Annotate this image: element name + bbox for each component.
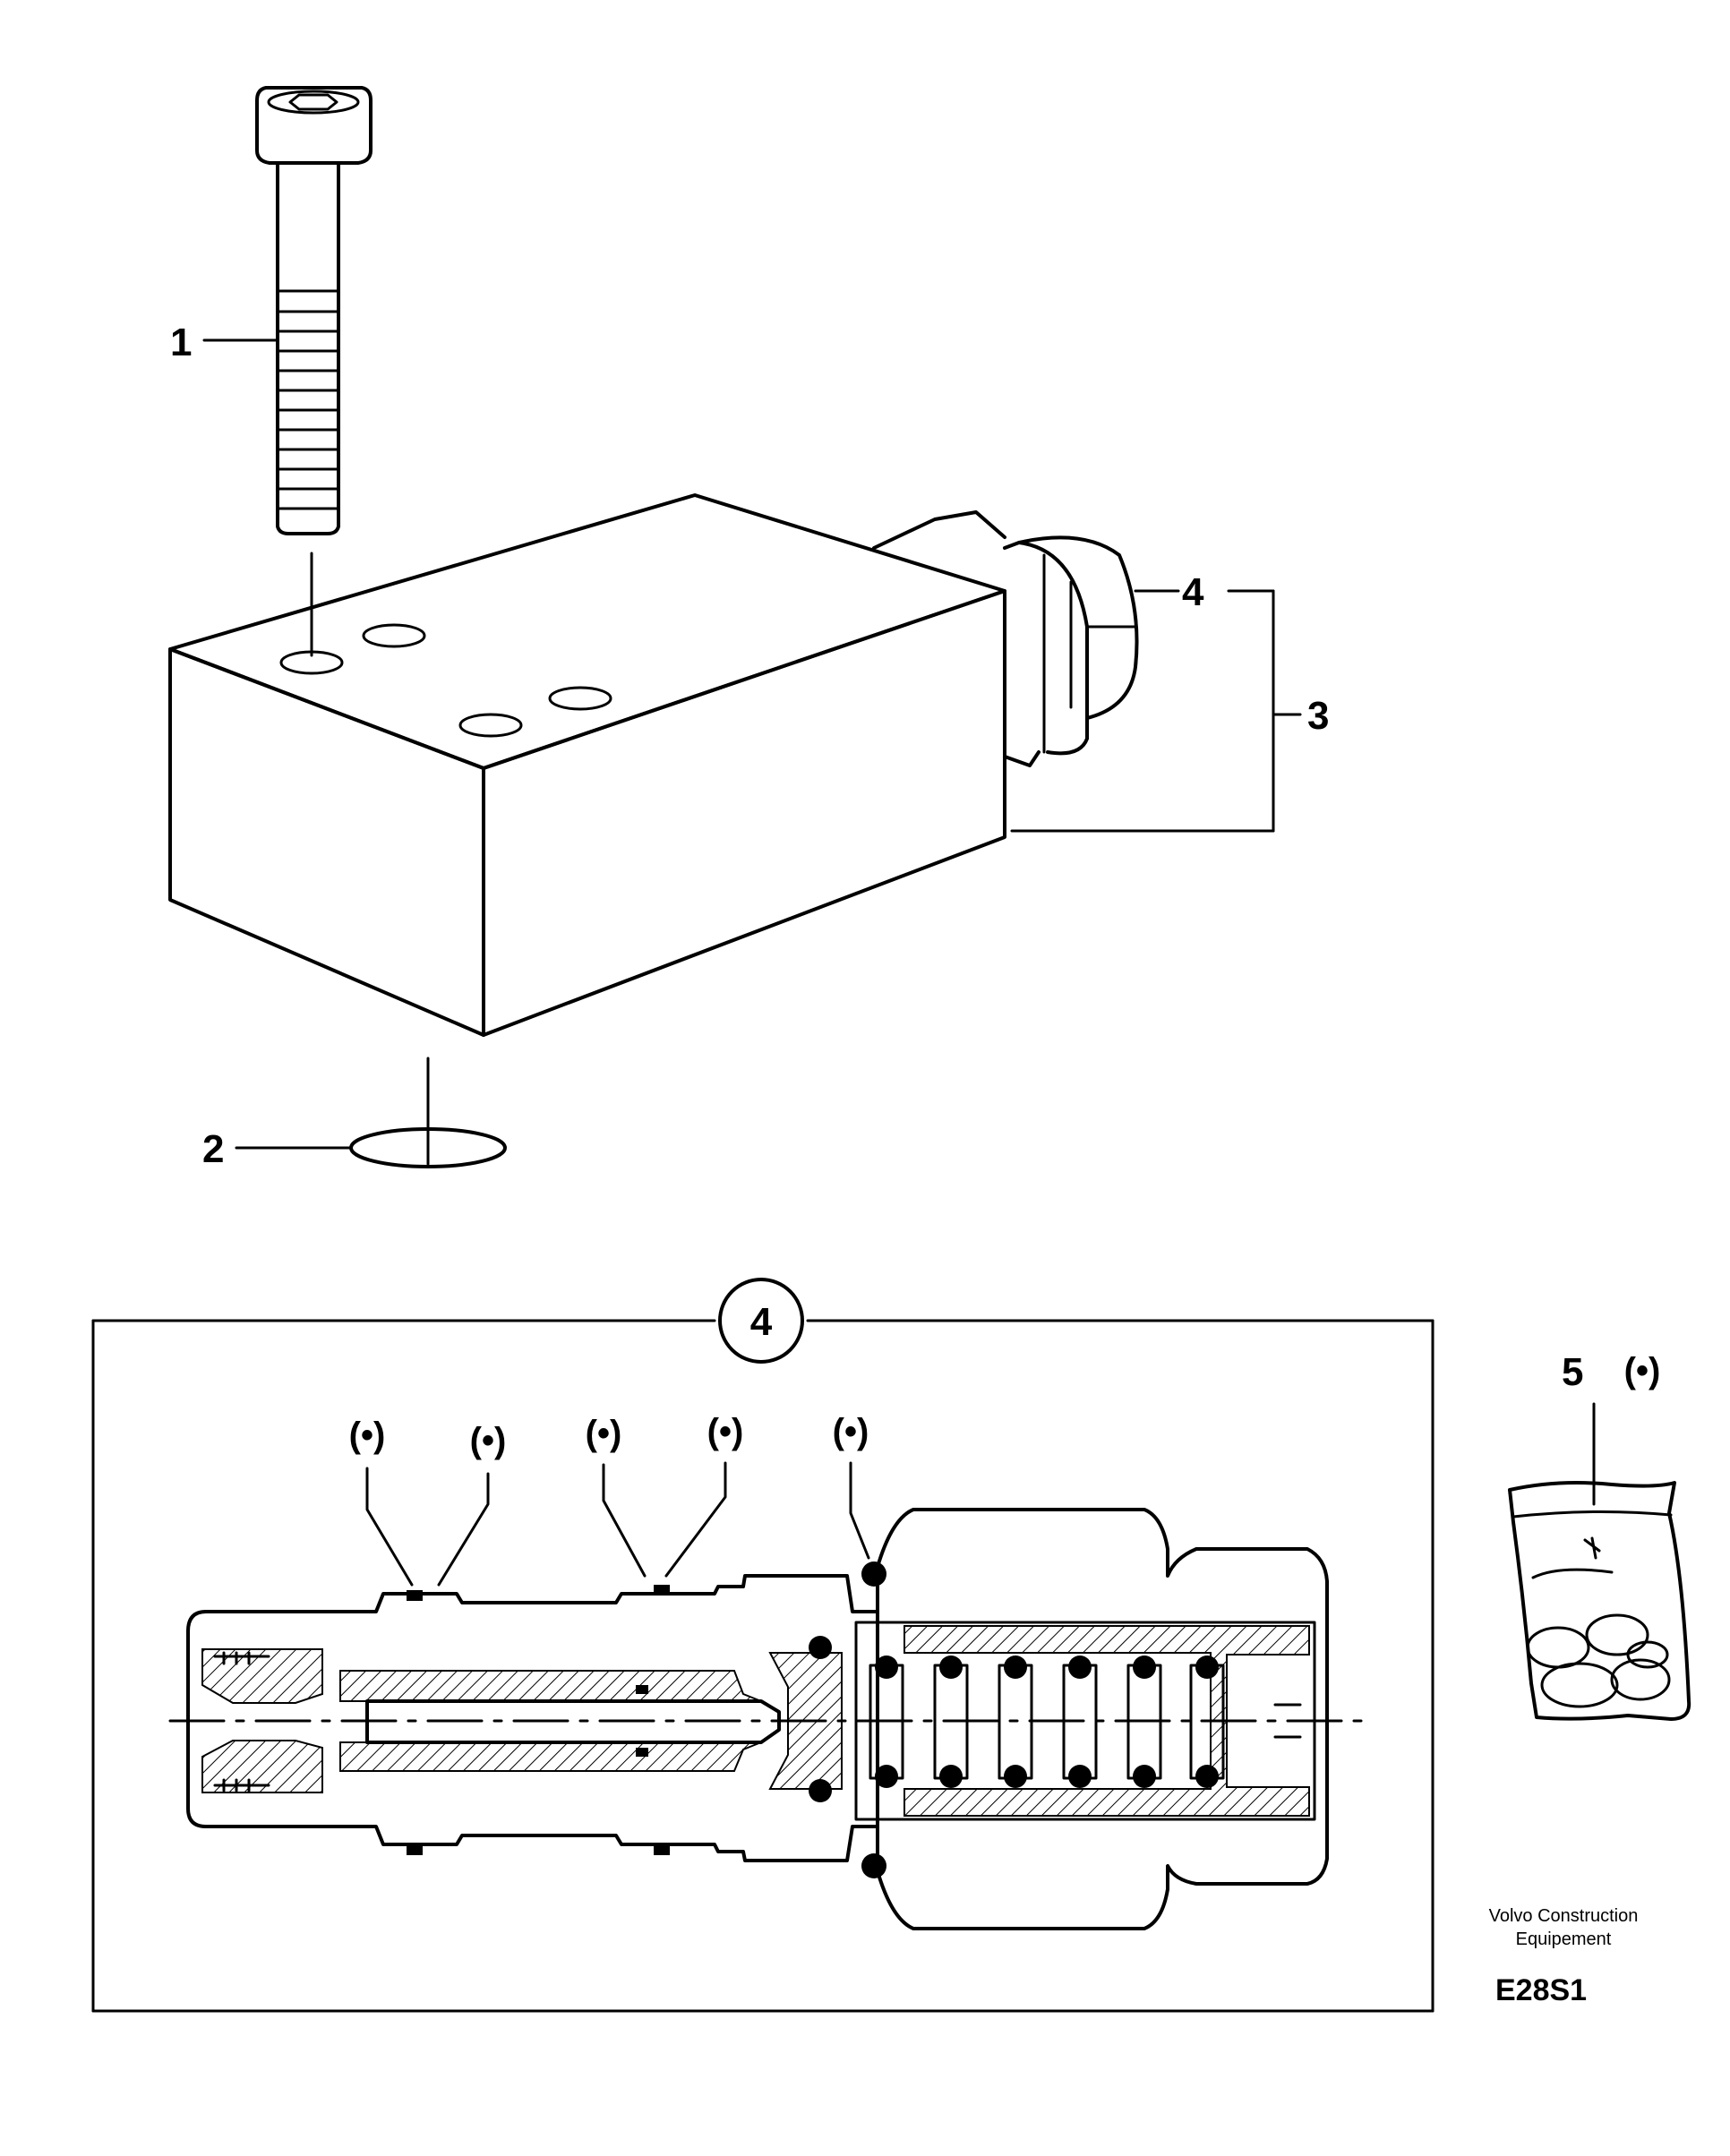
figure-code: E28S1 xyxy=(1495,1973,1587,2007)
callout-4: 4 xyxy=(1182,570,1204,614)
port-hole xyxy=(548,686,612,711)
kit-marker: (•) xyxy=(470,1421,507,1460)
spring xyxy=(869,1656,1225,1788)
detail-circle-label: 4 xyxy=(750,1300,773,1344)
port-hole xyxy=(458,713,523,738)
bolt-hole xyxy=(362,623,426,648)
detail-reference-circle xyxy=(718,1278,804,1364)
relief-cartridge xyxy=(872,510,1139,767)
callout-3: 3 xyxy=(1307,694,1329,738)
kit-marker: (•) xyxy=(349,1416,386,1455)
caption-line-1: Volvo Construction xyxy=(1489,1906,1639,1926)
caption-line-2: Equipement xyxy=(1516,1929,1612,1949)
seal-kit-bag xyxy=(1508,1481,1691,1721)
callout-2: 2 xyxy=(202,1127,224,1171)
kit-marker: (•) xyxy=(586,1414,622,1453)
callout-5: 5 xyxy=(1562,1350,1583,1394)
o-ring xyxy=(349,1057,507,1168)
marker-leaders xyxy=(365,1461,870,1587)
kit-marker: (•) xyxy=(707,1412,744,1451)
seal-rings xyxy=(407,1561,886,1878)
cartridge-cross-section xyxy=(168,1508,1363,1930)
detail-frame xyxy=(91,1278,1435,2013)
kit-marker: (•) xyxy=(833,1412,869,1451)
valve-block xyxy=(168,493,1006,1037)
callout-bracket xyxy=(1010,589,1302,833)
callout-1: 1 xyxy=(170,321,192,364)
cap-screw xyxy=(255,86,373,657)
bolt-hole xyxy=(279,650,344,675)
kit-marker: (•) xyxy=(1624,1351,1661,1390)
